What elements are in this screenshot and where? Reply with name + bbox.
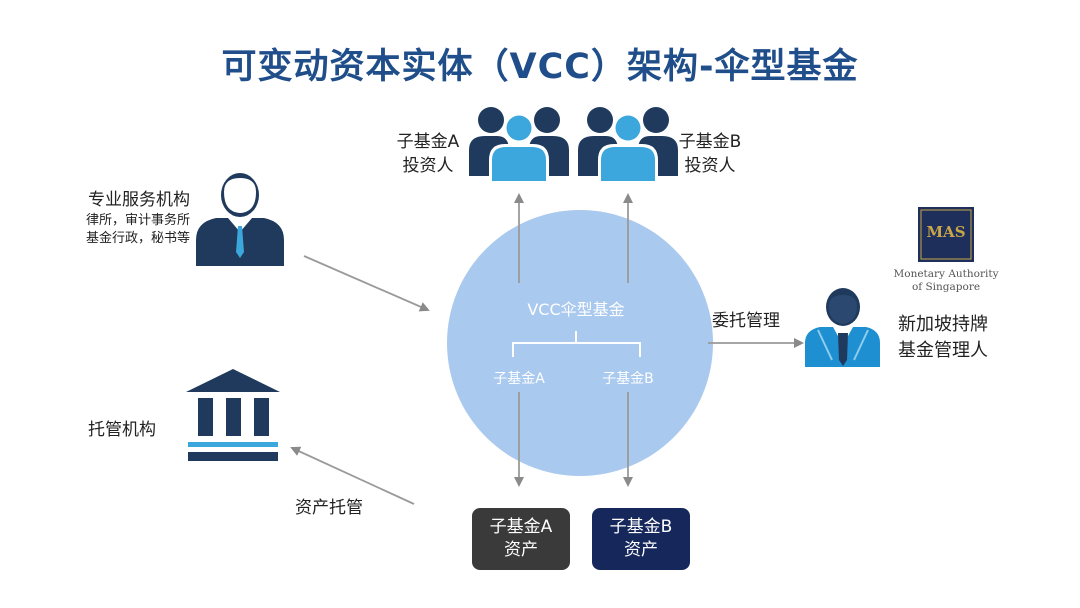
umbrella-bracket — [512, 331, 641, 357]
fund-manager-label: 新加坡持牌 基金管理人 — [898, 312, 1018, 364]
investor-a-label: 子基金A 投资人 — [388, 130, 468, 178]
investor-a-line1: 子基金A — [396, 132, 460, 152]
investor-b-line2: 投资人 — [684, 156, 736, 176]
service-provider-line1: 律所，审计事务所 — [85, 213, 190, 228]
investor-group-a-icon — [469, 107, 569, 183]
investor-b-line1: 子基金B — [678, 132, 742, 152]
sub-fund-a-assets-box: 子基金A 资产 — [472, 508, 570, 570]
investor-b-label: 子基金B 投资人 — [670, 130, 750, 178]
custody-arrow-label: 资产托管 — [295, 498, 363, 518]
custodian-label: 托管机构 — [88, 420, 156, 440]
service-provider-title: 专业服务机构 — [88, 190, 190, 210]
arrow-service-to-fund — [303, 255, 430, 312]
bank-icon — [186, 369, 280, 461]
mas-name-line1: Monetary Authority — [893, 268, 999, 280]
sub-fund-b-label: 子基金B — [602, 371, 654, 387]
page-title: 可变动资本实体（VCC）架构-伞型基金 — [221, 47, 859, 87]
sub-fund-a-label: 子基金A — [493, 371, 545, 387]
investor-a-line2: 投资人 — [402, 156, 454, 176]
fund-manager-line2: 基金管理人 — [898, 340, 988, 361]
service-provider-line2: 基金行政，秘书等 — [85, 231, 190, 246]
delegation-label: 委托管理 — [712, 311, 780, 331]
asset-a-line2: 资产 — [504, 540, 538, 560]
vcc-umbrella-title: VCC伞型基金 — [527, 300, 625, 319]
mas-logo-icon — [918, 207, 974, 262]
mas-name-line2: of Singapore — [911, 281, 981, 293]
asset-b-line1: 子基金B — [609, 517, 673, 537]
businessman-icon — [196, 173, 284, 266]
fund-manager-icon — [805, 288, 880, 367]
mas-logo-text: MAS — [926, 223, 966, 241]
arrow-fund-to-custodian — [290, 446, 415, 505]
investor-group-b-icon — [578, 107, 678, 183]
sub-fund-b-assets-box: 子基金B 资产 — [592, 508, 690, 570]
asset-a-line1: 子基金A — [489, 517, 553, 537]
fund-manager-line1: 新加坡持牌 — [898, 314, 988, 335]
service-provider-label: 专业服务机构 律所，审计事务所 基金行政，秘书等 — [50, 188, 190, 248]
asset-b-line2: 资产 — [624, 540, 658, 560]
